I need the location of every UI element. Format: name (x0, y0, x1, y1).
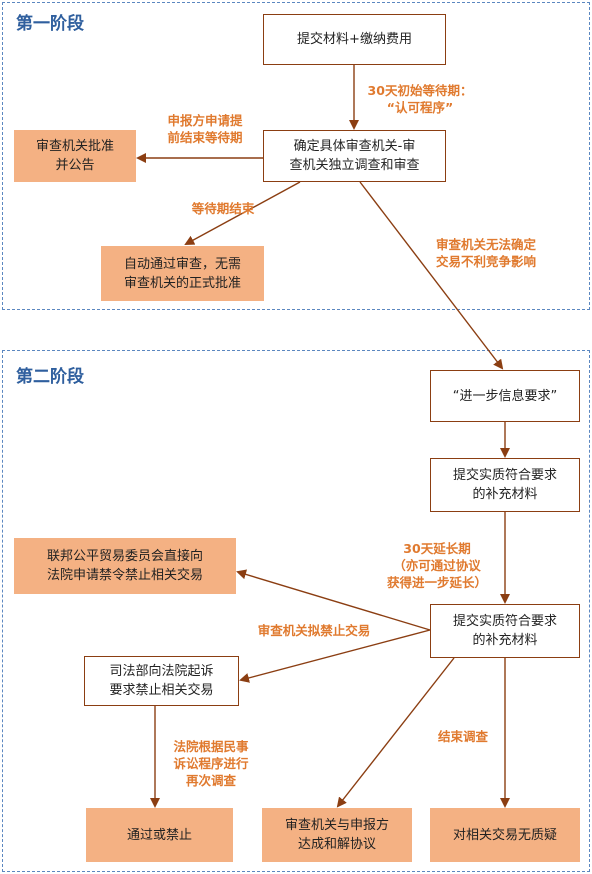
label-ext30: 30天延长期 （亦可通过协议 获得进一步延长） (386, 541, 487, 590)
node-no-concern: 对相关交易无质疑 (430, 808, 580, 862)
node-pass-or-ban: 通过或禁止 (86, 808, 233, 862)
node-supplement-1: 提交实质符合要求 的补充材料 (430, 458, 580, 512)
label-early-end: 申报方申请提 前结束等待期 (167, 113, 243, 145)
label-civil: 法院根据民事 诉讼程序进行 再次调查 (173, 739, 249, 788)
node-doj: 司法部向法院起诉 要求禁止相关交易 (84, 656, 239, 706)
arrow-determine-further (359, 181, 504, 370)
label-cannot-determine: 审查机关无法确定 交易不利竞争影响 (435, 237, 536, 269)
arrow-determine-autopass (184, 181, 301, 245)
node-approve: 审查机关批准 并公告 (14, 130, 136, 182)
node-ftc: 联邦公平贸易委员会直接向 法院申请禁令禁止相关交易 (14, 538, 236, 594)
node-auto-pass: 自动通过审查，无需 审查机关的正式批准 (101, 246, 264, 301)
arrow-supplement2-settlement (336, 657, 455, 808)
node-supplement-2: 提交实质符合要求 的补充材料 (430, 604, 580, 658)
stage1-frame (2, 2, 590, 310)
arrow-supplement2-doj (239, 629, 431, 683)
stage2-title: 第二阶段 (16, 367, 84, 387)
node-settlement: 审查机关与申报方 达成和解协议 (262, 808, 412, 862)
label-intend-ban: 审查机关拟禁止交易 (257, 623, 371, 638)
stage1-title: 第一阶段 (16, 14, 84, 34)
node-determine: 确定具体审查机关-审 查机关独立调查和审查 (263, 130, 446, 182)
stage2-frame (2, 350, 590, 872)
label-wait-end: 等待期结束 (191, 201, 255, 216)
label-end-review: 结束调查 (437, 729, 488, 744)
node-further-info: “进一步信息要求” (430, 370, 580, 422)
node-submit: 提交材料+缴纳费用 (263, 14, 446, 65)
arrow-supplement2-ftc (236, 569, 431, 631)
label-wait30: 30天初始等待期： “认可程序” (367, 83, 473, 115)
